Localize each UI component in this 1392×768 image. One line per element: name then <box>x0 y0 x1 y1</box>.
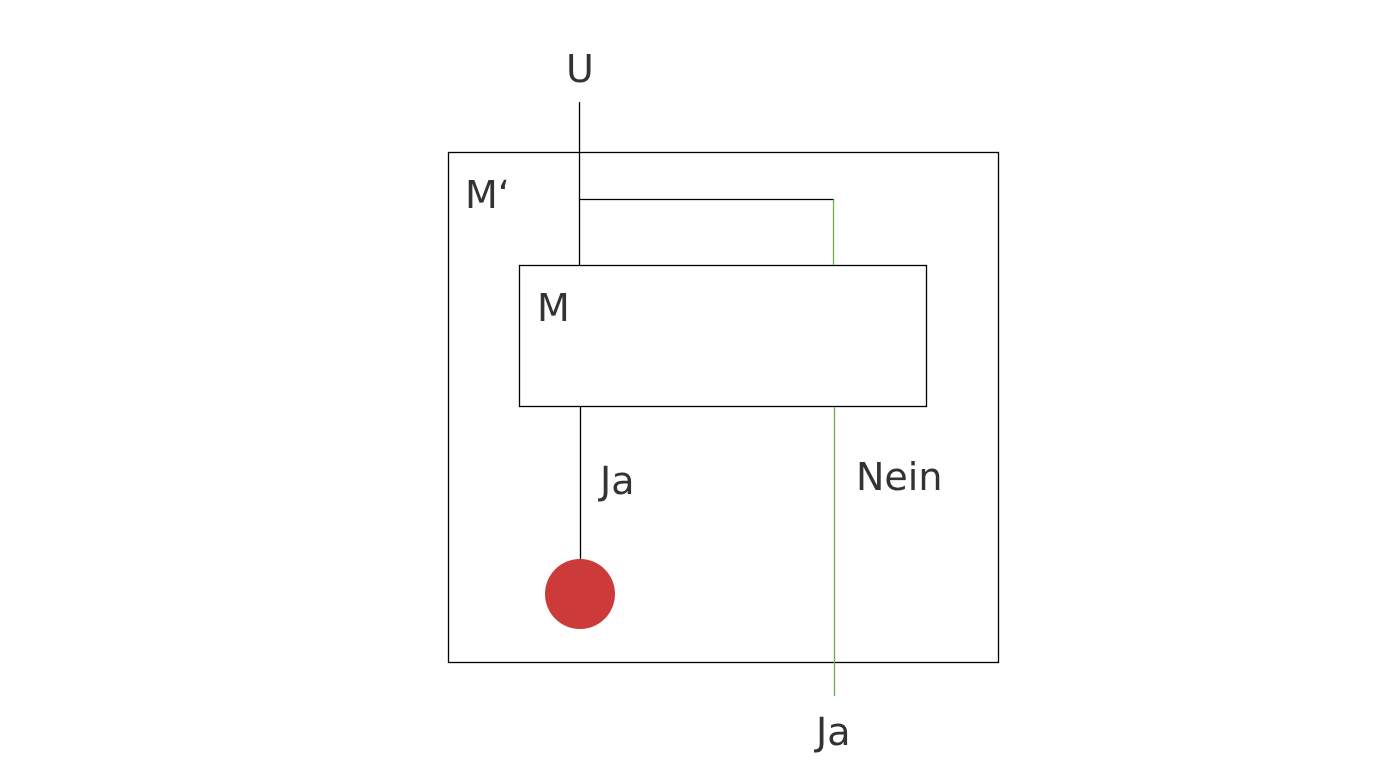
inner-machine-box <box>518 264 928 408</box>
inner-machine-label: M <box>537 286 570 330</box>
outer-machine-box <box>447 151 1000 664</box>
halt-loop-dot <box>545 559 615 629</box>
input-label: U <box>566 47 594 91</box>
yes-branch-label: Ja <box>600 459 635 503</box>
no-branch-label: Nein <box>856 455 943 499</box>
outer-machine-label: M‘ <box>465 173 510 217</box>
output-label: Ja <box>816 710 851 754</box>
